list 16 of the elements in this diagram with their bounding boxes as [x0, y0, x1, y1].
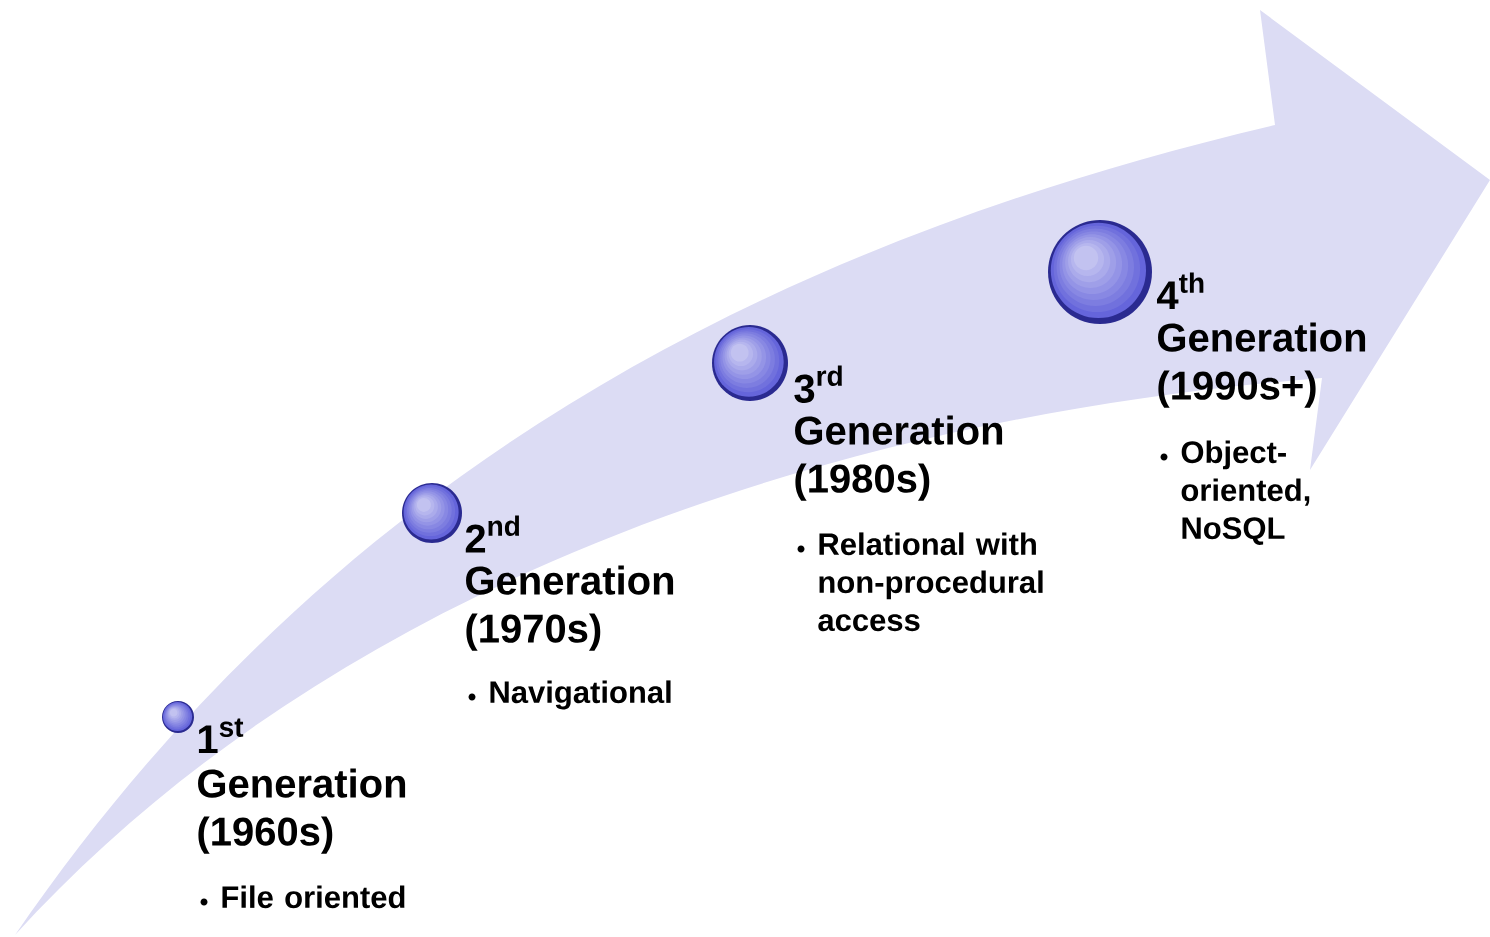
sphere	[1048, 220, 1152, 324]
bullet-text: File oriented	[222, 885, 405, 909]
heading-text: Generation (1980s)	[795, 415, 1003, 501]
sphere	[712, 325, 788, 401]
heading-text: Generation (1970s)	[466, 565, 674, 651]
ordinal-number: $\textbf{1}^{\textbf{st}}$	[198, 718, 244, 754]
heading-text: Generation (1960s)	[198, 768, 406, 854]
ordinal-number: $\textbf{3}^{\textbf{rd}}$	[794, 365, 842, 403]
bullet-text: Navigational	[490, 680, 671, 710]
sphere	[402, 483, 462, 543]
bullet-text: Object-oriented, NoSQL	[1181, 440, 1310, 545]
bullet-text: Relational with non-procedural access	[818, 532, 1043, 632]
ordinal-number: $\textbf{4}^{\textbf{th}}$	[1157, 272, 1204, 310]
heading-text: Generation (1990s+)	[1158, 322, 1366, 408]
ordinal-number: $\textbf{2}^{\textbf{nd}}$	[465, 515, 520, 553]
sphere	[162, 701, 194, 733]
